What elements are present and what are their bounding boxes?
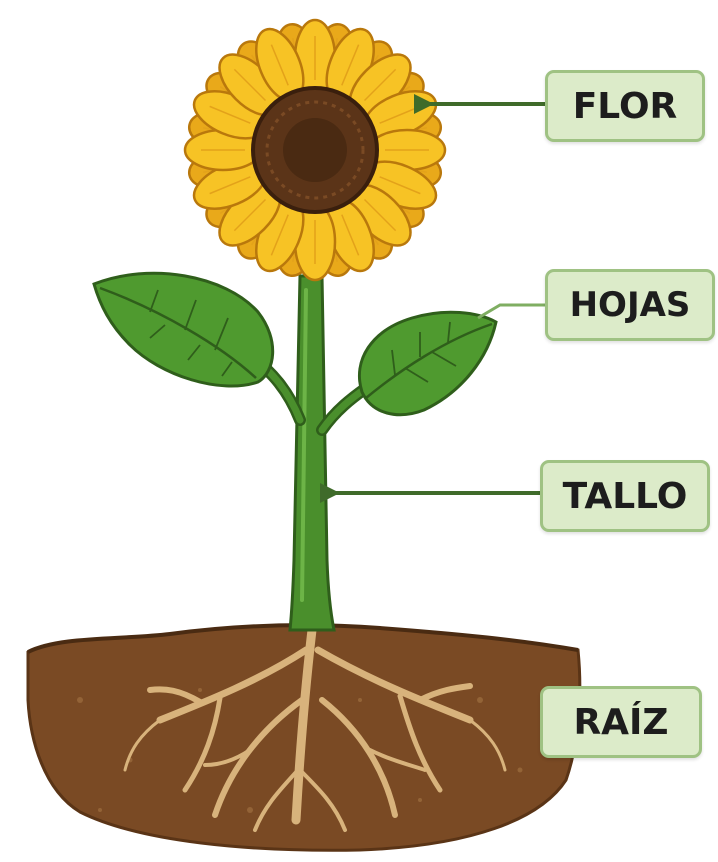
- label-flor: FLOR: [545, 70, 705, 142]
- hojas-pointer-line: [478, 305, 545, 318]
- label-hojas: HOJAS: [545, 269, 715, 341]
- label-raiz: RAÍZ: [540, 686, 702, 758]
- stem: [290, 276, 334, 630]
- label-tallo: TALLO: [540, 460, 710, 532]
- right-leaf: [359, 312, 496, 414]
